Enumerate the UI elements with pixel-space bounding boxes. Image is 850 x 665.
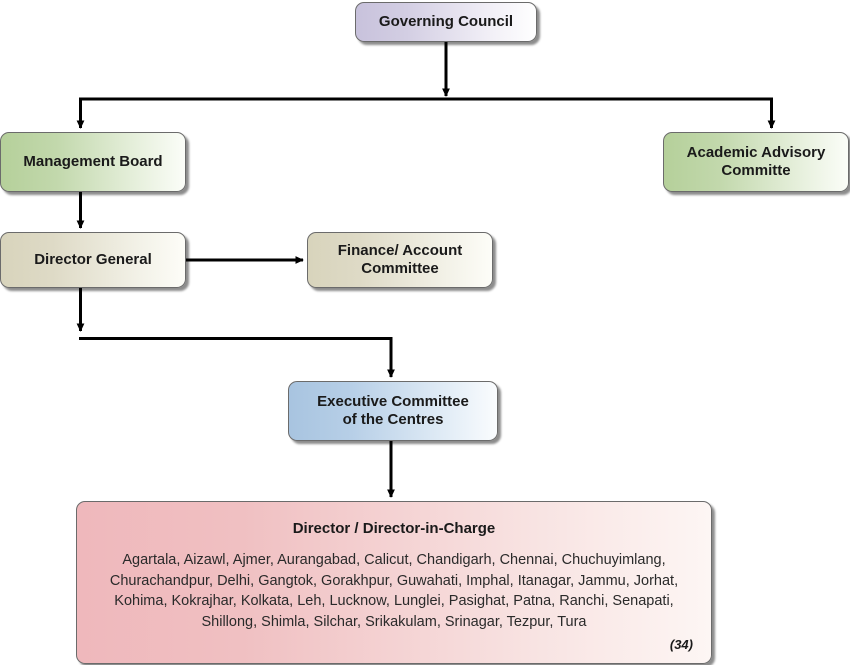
node-director-in-charge-title: Director / Director-in-Charge	[292, 520, 496, 537]
node-director-in-charge-count-badge: (34)	[669, 637, 693, 653]
node-governing-council-label: Governing Council	[378, 13, 514, 30]
node-executive-committee-label: Executive Committee of the Centres	[317, 393, 469, 428]
node-director-general-label: Director General	[34, 251, 152, 268]
node-management-board[interactable]: Management Board	[0, 132, 186, 192]
node-director-in-charge-centres-list: Agartala, Aizawl, Ajmer, Aurangabad, Cal…	[109, 552, 679, 630]
node-management-board-label: Management Board	[23, 153, 163, 170]
node-governing-council[interactable]: Governing Council	[355, 2, 537, 42]
edge-director-general-to-executive-committee	[76, 288, 395, 378]
node-finance-account-committee[interactable]: Finance/ Account Committee	[307, 232, 493, 288]
node-executive-committee-of-the-centres[interactable]: Executive Committee of the Centres	[288, 381, 498, 441]
node-director-general[interactable]: Director General	[0, 232, 186, 288]
node-academic-advisory-committee[interactable]: Academic Advisory Committe	[663, 132, 849, 192]
node-director-in-charge[interactable]: Director / Director-in-Charge Agartala, …	[76, 501, 712, 664]
node-academic-advisory-committee-label: Academic Advisory Committe	[686, 144, 826, 179]
node-finance-account-committee-label: Finance/ Account Committee	[337, 242, 463, 277]
